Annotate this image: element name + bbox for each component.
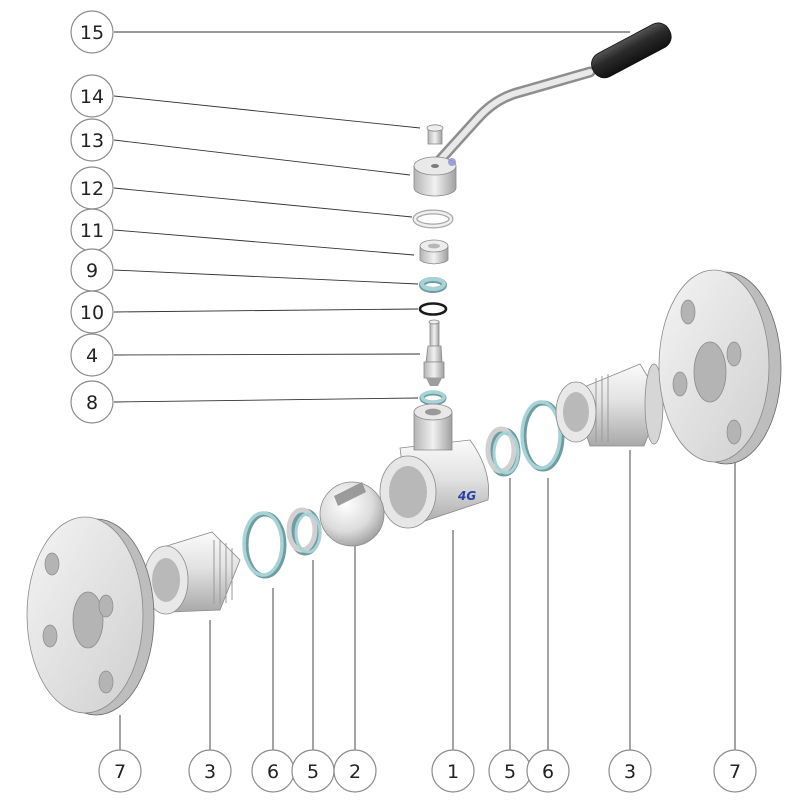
gasket-left <box>242 511 287 579</box>
screw <box>426 124 444 145</box>
leader-lines <box>113 31 736 750</box>
svg-text:9: 9 <box>86 260 98 282</box>
callout-13: 13 <box>70 118 114 162</box>
flange-left <box>26 516 155 716</box>
svg-text:8: 8 <box>86 392 98 414</box>
svg-text:14: 14 <box>80 86 104 108</box>
svg-text:4: 4 <box>86 345 98 367</box>
svg-text:7: 7 <box>114 761 126 783</box>
callout-11: 11 <box>70 208 114 252</box>
svg-text:5: 5 <box>307 761 319 783</box>
svg-text:6: 6 <box>542 761 554 783</box>
callout-4: 4 <box>70 333 114 377</box>
seat-left <box>286 507 322 556</box>
valve-ball <box>319 481 385 547</box>
logo-mark: 4G <box>457 489 476 503</box>
flange-right <box>658 269 782 465</box>
svg-text:6: 6 <box>267 761 279 783</box>
gasket-right <box>520 400 565 472</box>
callout-8: 8 <box>70 380 114 424</box>
svg-text:15: 15 <box>80 22 104 44</box>
callout-2: 2 <box>333 749 377 793</box>
callout-1: 1 <box>431 749 475 793</box>
stem-washer <box>419 390 447 406</box>
callout-5-left: 5 <box>291 749 335 793</box>
handle-lever <box>434 22 672 166</box>
callout-9: 9 <box>70 248 114 292</box>
svg-text:10: 10 <box>80 302 104 324</box>
callout-6-left: 6 <box>251 749 295 793</box>
callout-10: 10 <box>70 290 114 334</box>
callout-3-right: 3 <box>608 749 652 793</box>
callout-7-left: 7 <box>98 749 142 793</box>
callout-5-right: 5 <box>488 749 532 793</box>
svg-text:11: 11 <box>80 220 104 242</box>
callout-12: 12 <box>70 166 114 210</box>
callout-7-right: 7 <box>713 749 757 793</box>
handle-grip <box>591 22 672 79</box>
valve-body: 4G <box>379 403 489 529</box>
thread-left <box>213 540 233 604</box>
callout-15: 15 <box>70 10 114 54</box>
svg-text:7: 7 <box>729 761 741 783</box>
valve-stem <box>423 319 445 386</box>
seat-right <box>485 426 521 477</box>
gland-nut <box>419 239 449 265</box>
svg-text:5: 5 <box>504 761 516 783</box>
svg-text:12: 12 <box>80 178 104 200</box>
stem-seal <box>419 277 447 293</box>
gland-ring <box>412 209 454 229</box>
svg-text:3: 3 <box>204 761 216 783</box>
handle-hub <box>413 156 457 197</box>
svg-text:2: 2 <box>349 761 361 783</box>
end-connector-left <box>143 531 241 615</box>
callout-3-left: 3 <box>188 749 232 793</box>
end-connector-right <box>555 363 664 447</box>
callout-6-right: 6 <box>526 749 570 793</box>
svg-text:1: 1 <box>447 761 459 783</box>
svg-text:13: 13 <box>80 130 104 152</box>
o-ring <box>418 302 448 316</box>
callout-14: 14 <box>70 74 114 118</box>
svg-text:3: 3 <box>624 761 636 783</box>
